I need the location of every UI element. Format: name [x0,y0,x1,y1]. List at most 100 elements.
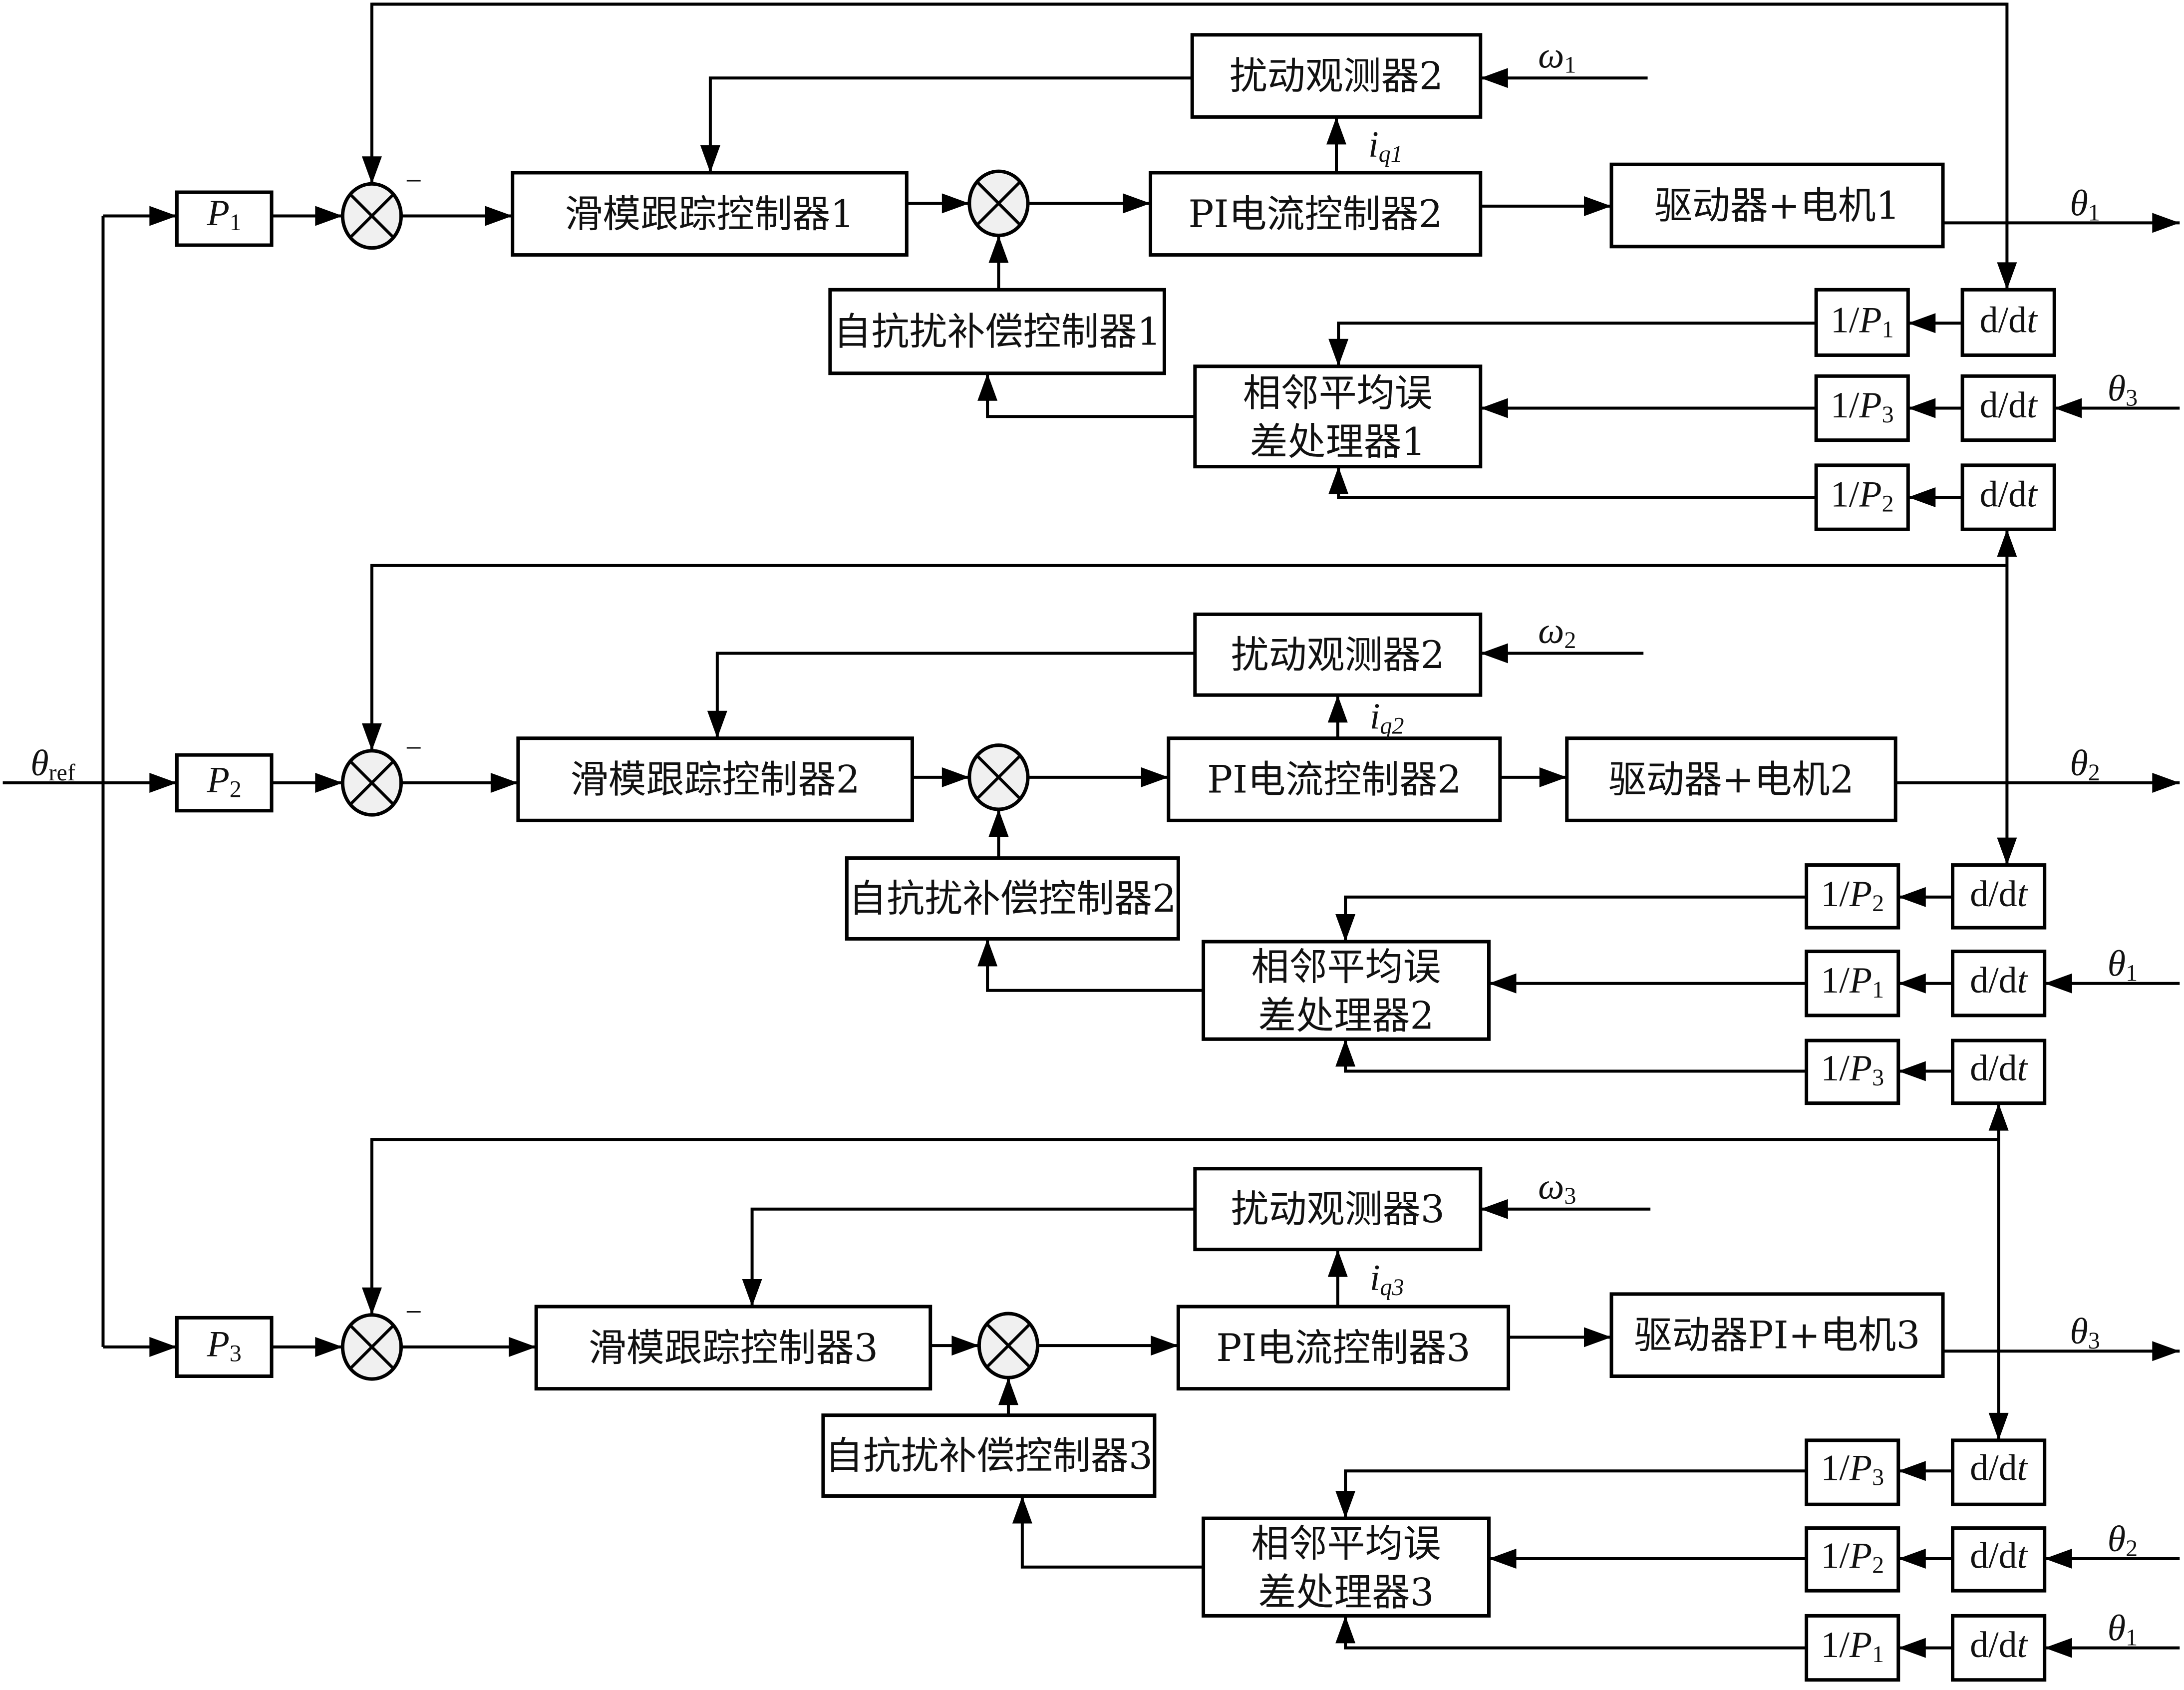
inv-subscript: 3 [1872,1064,1884,1090]
deriv-variable: t [2027,300,2038,341]
label-subscript: 1 [2126,960,2138,986]
channel-3-disturbance-observer-label: 扰动观测器3 [1231,1187,1445,1231]
channel-1-disturbance-observer-block [1190,33,1483,119]
channel-2-derivative-label: d/dt [1970,960,2029,1001]
arrowhead-icon [941,193,969,214]
arrowhead-icon [1539,767,1567,787]
inv-prefix: 1/ [1821,1625,1850,1666]
channel-1-processor-label-line1: 相邻平均误 [1243,370,1433,415]
channel-1-adrc-compensator-label: 自抗扰补偿控制器1 [833,310,1161,354]
arrowhead-icon [1997,837,2017,865]
channel-3-processor-label-line2: 差处理器3 [1258,1570,1434,1614]
arrowhead-icon [1123,193,1151,214]
arrowhead-icon [988,809,1009,837]
channel-1-error-summing-junction [340,182,403,250]
connector-line [750,1207,1195,1307]
arrowhead-icon [2152,1341,2180,1361]
arrowhead-icon [1335,914,1356,942]
channel-2-inverse-gain-block [1805,950,1900,1017]
inv-subscript: 2 [1882,490,1894,517]
channel-1-compensation-summing-junction [967,169,1030,238]
label-symbol: i [1370,696,1380,737]
channel-2-inverse-gain-label: 1/P1 [1821,960,1884,1003]
channel-2-sliding-mode-controller-label: 滑模跟踪控制器2 [570,757,860,802]
channel-1-omega-label: ω1 [1538,35,1576,78]
channel-2-derivative-block [1951,950,2047,1017]
deriv-text: d/d [1970,960,2017,1001]
channel-2-pi-current-controller-label: PI电流控制器2 [1207,757,1462,802]
channel-3-adrc-compensator-label: 自抗扰补偿控制器3 [825,1433,1153,1478]
connector-line [1337,322,1817,366]
inv-symbol: P [1859,300,1881,341]
arrowhead-icon [1327,1249,1348,1277]
arrowhead-icon [1327,695,1348,723]
arrowhead-icon [361,156,382,184]
channel-3-inverse-gain-label: 1/P2 [1821,1535,1884,1578]
connector-line [1344,895,1807,942]
channel-3-driver-motor-label: 驱动器PI+电机3 [1634,1313,1920,1357]
inv-symbol: P [1849,960,1872,1001]
arrowhead-icon [1997,262,2017,290]
inv-prefix: 1/ [1831,300,1860,341]
channel-3-inverse-gain-block [1805,1438,1900,1506]
channel-1-pi-current-controller-label: PI电流控制器2 [1188,192,1443,236]
label-symbol: ω [1538,611,1564,652]
channel-1-adrc-compensator-block [828,288,1166,375]
connector-line [708,76,1193,173]
deriv-text: d/d [1970,1535,2017,1576]
channel-2-inverse-gain-block [1805,863,1900,930]
connector-line [715,652,1195,738]
label-subscript: 1 [2088,199,2100,226]
connector-line [1344,1039,1807,1073]
arrowhead-icon [941,767,969,787]
label-symbol: i [1368,124,1379,165]
channel-1-inverse-gain-block [1814,288,1910,357]
arrowhead-icon [1908,398,1936,418]
arrowhead-icon [742,1279,762,1307]
arrowhead-icon [1908,487,1936,508]
channel-2-disturbance-observer-block [1193,612,1483,697]
channel-3-inverse-gain-block [1805,1526,1900,1593]
channel-2-position-feedback-line [370,564,2007,751]
channel-2-derivative-block [1951,1038,2047,1105]
connector-line [986,373,1195,418]
arrowhead-icon [1480,398,1508,418]
channel-2-inverse-gain-label: 1/P2 [1821,874,1884,917]
channel-2-processor-label-line2: 差处理器2 [1258,993,1434,1037]
channel-3-sliding-mode-controller-label: 滑模跟踪控制器3 [589,1326,878,1370]
channel-1-derivative-block [1960,374,2056,442]
arrowhead-icon [1898,973,1926,994]
deriv-text: d/d [1980,385,2027,426]
inv-subscript: 1 [1882,316,1894,342]
diagram-wiring [2,2,2180,1658]
deriv-variable: t [2017,1448,2029,1489]
inv-symbol: P [1849,1625,1872,1666]
cross-mark [349,194,394,238]
theta-ref-label: θref [30,743,75,786]
channel-2-error-summing-junction [340,749,403,817]
arrowhead-icon [509,1337,537,1357]
channel-3-omega-label: ω3 [1538,1166,1576,1209]
deriv-variable: t [2017,960,2029,1001]
deriv-variable: t [2017,1625,2029,1666]
channel-3-neighbor-theta-label: θ2 [2108,1519,2138,1562]
arrowhead-icon [977,373,998,401]
arrowhead-icon [2044,1638,2072,1658]
channel-2-sliding-mode-controller-block [516,736,914,822]
channel-3-neighbor-theta-label: θ1 [2108,1608,2138,1651]
inv-subscript: 3 [1872,1464,1884,1490]
deriv-text: d/d [1980,300,2027,341]
arrowhead-icon [361,1287,382,1315]
deriv-variable: t [2027,385,2038,426]
arrowhead-icon [1898,1638,1926,1658]
arrowhead-icon [1012,1496,1032,1524]
inv-prefix: 1/ [1821,960,1850,1001]
channel-3-processor-label-line1: 相邻平均误 [1251,1521,1441,1566]
inv-subscript: 1 [1872,1641,1884,1667]
channel-2-inverse-gain-label: 1/P3 [1821,1048,1884,1091]
channel-2-processor-label-line1: 相邻平均误 [1251,945,1441,989]
channel-3-driver-motor-block [1609,1292,1945,1378]
arrowhead-icon [149,1337,177,1357]
label-symbol: θ [2108,944,2126,985]
